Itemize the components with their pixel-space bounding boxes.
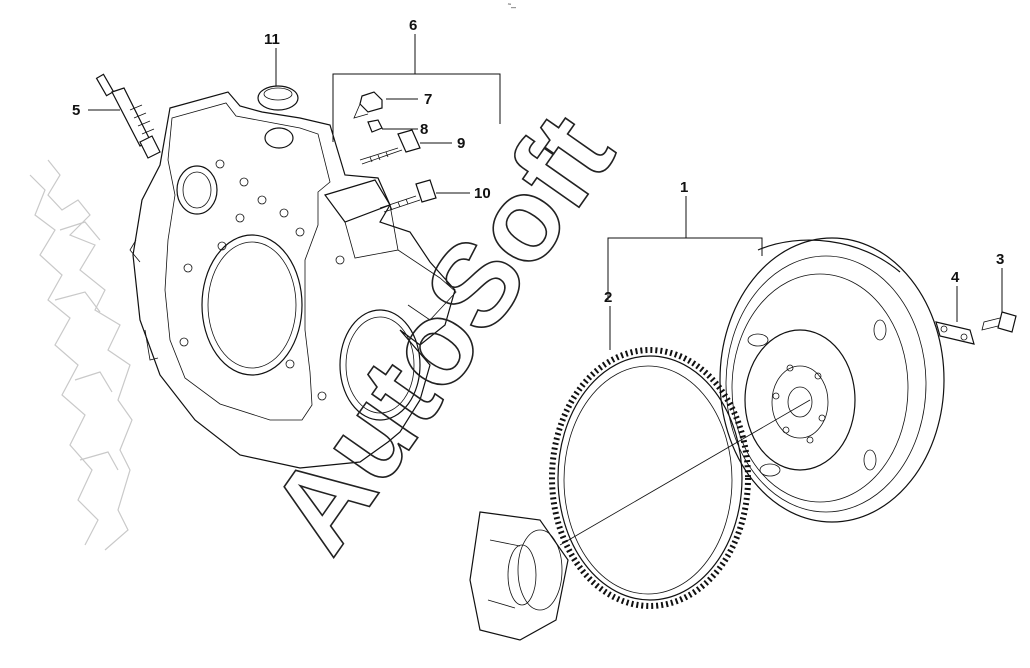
callout-9: 9 — [457, 135, 465, 152]
callout-11: 11 — [264, 31, 280, 48]
callouts: 11 5 6 7 8 9 10 1 2 4 3 — [72, 17, 1004, 306]
bolt-3 — [981, 311, 1017, 333]
callout-8: 8 — [420, 121, 428, 138]
engine-block-ghost — [29, 159, 133, 551]
flywheel-housing — [129, 91, 457, 469]
bolt-10 — [379, 179, 437, 213]
crankshaft — [469, 511, 569, 641]
callout-2: 2 — [604, 289, 612, 306]
callout-4: 4 — [951, 269, 960, 286]
callout-6: 6 — [409, 17, 417, 34]
lock-plate — [935, 321, 975, 345]
leader-lines — [88, 34, 1003, 350]
corner-mark: ˜– — [507, 2, 516, 12]
speed-sensor — [95, 73, 161, 159]
callout-5: 5 — [72, 102, 80, 119]
callout-1: 1 — [680, 179, 688, 196]
clip — [353, 91, 383, 119]
nut — [367, 119, 383, 133]
bolt-9 — [359, 129, 421, 165]
flywheel — [719, 237, 945, 523]
ring-gear — [549, 347, 751, 609]
callout-7: 7 — [424, 91, 432, 108]
callout-3: 3 — [996, 251, 1004, 268]
callout-10: 10 — [474, 185, 491, 202]
plug — [257, 85, 299, 111]
